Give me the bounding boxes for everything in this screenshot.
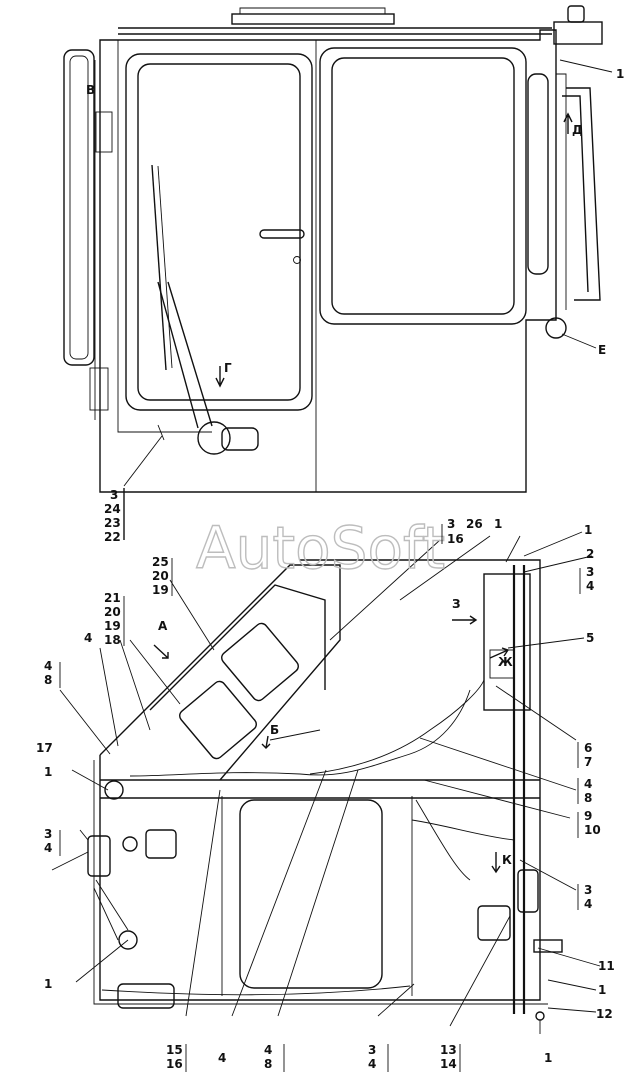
view-letter-a: А [158, 619, 168, 633]
view-letter-z: З [452, 597, 461, 611]
callout-25: 25 [152, 555, 169, 569]
callout-1-top: 1 [616, 67, 624, 81]
callout-1-left: 1 [44, 765, 52, 779]
watermark: AutoSoft [196, 514, 445, 582]
callout-16-roof: 16 [447, 532, 464, 546]
callout-11: 11 [598, 959, 615, 973]
callout-20a: 20 [152, 569, 169, 583]
callout-4-left: 4 [44, 659, 52, 673]
callout-19a: 19 [152, 583, 169, 597]
view-letter-e: Е [598, 343, 606, 357]
callout-13: 13 [440, 1043, 457, 1057]
callout-1-right: 1 [584, 523, 592, 537]
callout-17: 17 [36, 741, 53, 755]
view-letter-zh: Ж [498, 655, 513, 669]
callout-3-upper: 3 [110, 488, 118, 502]
callout-18: 18 [104, 633, 121, 647]
callout-3-low: 3 [584, 883, 592, 897]
callout-4-bottom-c: 4 [368, 1057, 376, 1071]
view-letter-k: К [502, 853, 512, 867]
callout-4-bottom-a: 4 [218, 1051, 226, 1065]
callout-26: 26 [466, 517, 483, 531]
view-letter-d: Д [572, 123, 583, 137]
callout-1-low: 1 [598, 983, 606, 997]
callout-4-top-left: 4 [84, 631, 92, 645]
callout-3-right: 3 [586, 565, 594, 579]
callout-1-roof: 1 [494, 517, 502, 531]
callout-9: 9 [584, 809, 592, 823]
callout-21: 21 [104, 591, 121, 605]
callout-10: 10 [584, 823, 601, 837]
callout-6: 6 [584, 741, 592, 755]
callout-4-low: 4 [584, 897, 592, 911]
callout-2: 2 [586, 547, 594, 561]
lower-wiring-view [51, 531, 601, 1034]
callout-4-mid: 4 [584, 777, 592, 791]
callout-16-bottom: 16 [166, 1057, 183, 1071]
callout-4-bottom-b: 4 [264, 1043, 272, 1057]
callout-4-right: 4 [586, 579, 594, 593]
callout-7: 7 [584, 755, 592, 769]
callout-1-bottom: 1 [544, 1051, 552, 1065]
callout-20b: 20 [104, 605, 121, 619]
callout-15: 15 [166, 1043, 183, 1057]
callout-8-left: 8 [44, 673, 52, 687]
callout-3-roof: 3 [447, 517, 455, 531]
callout-19b: 19 [104, 619, 121, 633]
callout-3-bottom: 3 [368, 1043, 376, 1057]
callout-5: 5 [586, 631, 594, 645]
callout-8-mid: 8 [584, 791, 592, 805]
callout-12: 12 [596, 1007, 613, 1021]
view-letter-g: Г [224, 361, 232, 375]
callout-23: 23 [104, 516, 121, 530]
upper-door-view [63, 5, 613, 540]
callout-1-bottom-left: 1 [44, 977, 52, 991]
callout-4-left-b: 4 [44, 841, 52, 855]
callout-24: 24 [104, 502, 121, 516]
callout-14: 14 [440, 1057, 457, 1071]
callout-8-bottom: 8 [264, 1057, 272, 1071]
view-letter-v: В [86, 83, 95, 97]
view-letter-b: Б [270, 723, 279, 737]
callout-3-left: 3 [44, 827, 52, 841]
callout-22: 22 [104, 530, 121, 544]
